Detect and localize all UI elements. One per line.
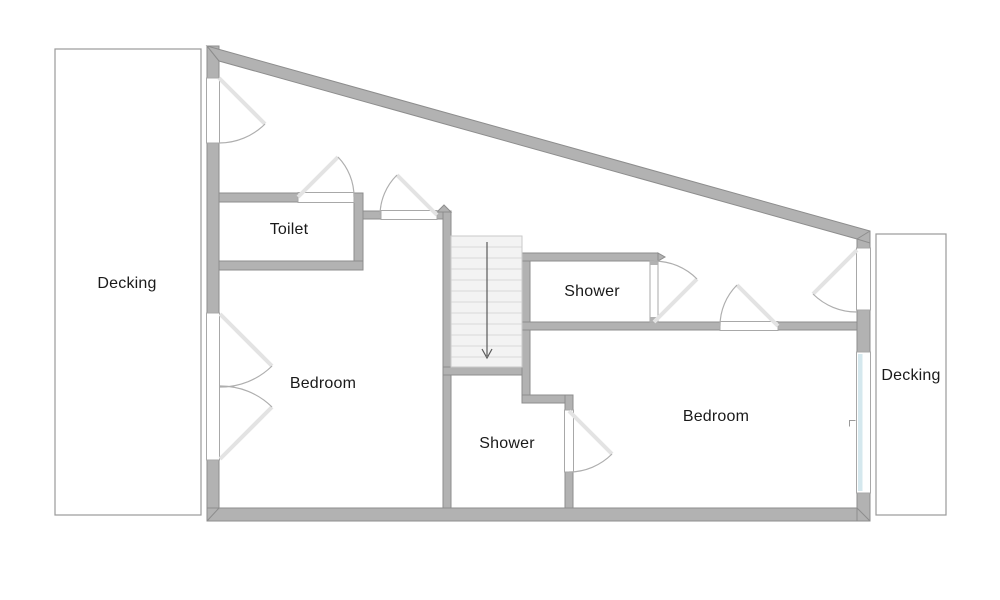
wall-end-cap [657, 252, 667, 262]
room-label-decking-right: Decking [881, 367, 941, 384]
door-leaf [652, 277, 699, 324]
door-opening [206, 77, 220, 144]
arrow-head [481, 348, 493, 360]
door-swing-arc [219, 385, 273, 408]
door-entry-left [206, 76, 267, 144]
door-opening [856, 247, 871, 311]
toilet-wall-bottom [218, 260, 364, 271]
corner-miter [856, 230, 871, 240]
window-handle-mark [849, 420, 856, 427]
door-swing-arc [653, 260, 698, 280]
stairs-down-arrow [481, 242, 493, 360]
room-label-toilet: Toilet [269, 221, 309, 238]
door-swing-arc [379, 174, 398, 216]
door-leaf [296, 155, 340, 199]
door-opening [564, 409, 574, 473]
door-swing-arc [218, 123, 266, 144]
door-swing-arc [337, 156, 355, 198]
door-leaf [395, 173, 439, 217]
door-leaf [567, 409, 614, 456]
door-bedroom-right [719, 283, 780, 331]
room-label-decking-left: Decking [97, 275, 157, 292]
door-opening [380, 210, 438, 220]
door-leaf [735, 283, 780, 328]
corner-miter [856, 507, 871, 522]
door-opening [719, 321, 779, 331]
door-entry-right [811, 247, 871, 313]
shower-upper-wall-top [521, 252, 659, 262]
room-label-shower-lower: Shower [479, 435, 535, 452]
room-label-shower-upper: Shower [564, 283, 620, 300]
stairs-wall-left [442, 210, 452, 509]
door-swing-arc [568, 453, 613, 473]
window-glazing [858, 354, 863, 491]
door-opening [297, 192, 355, 203]
door-leaf [218, 405, 274, 461]
door-opening [649, 260, 659, 323]
door-double-bedroom-left [206, 312, 274, 461]
door-leaf [217, 76, 267, 126]
staircase [450, 235, 523, 368]
door-hall-bedroom-left [379, 173, 439, 220]
wall-end-cap [435, 204, 453, 213]
stairs-wall-bottom [442, 366, 531, 376]
exterior-wall-bottom [206, 507, 871, 522]
decking-right-area [875, 233, 947, 516]
decking-left-area [54, 48, 202, 516]
window-right-wall [849, 351, 871, 494]
door-swing-arc [812, 293, 858, 313]
exterior-wall-sloped-top [205, 45, 871, 244]
corner-miter [206, 507, 220, 522]
door-shower-lower [564, 409, 614, 473]
door-leaf [811, 248, 859, 296]
room-label-bedroom-left: Bedroom [289, 375, 357, 392]
bedroom-right-wall-north [521, 321, 858, 331]
room-label-bedroom-right: Bedroom [682, 408, 750, 425]
door-opening [206, 312, 220, 461]
door-shower-upper [649, 260, 699, 324]
door-jamb [650, 261, 658, 265]
door-swing-arc [719, 284, 738, 327]
door-toilet [296, 155, 355, 203]
door-leaf [218, 312, 274, 368]
corner-miter [206, 45, 220, 62]
door-swing-arc [219, 365, 273, 388]
toilet-wall-right [353, 192, 364, 271]
